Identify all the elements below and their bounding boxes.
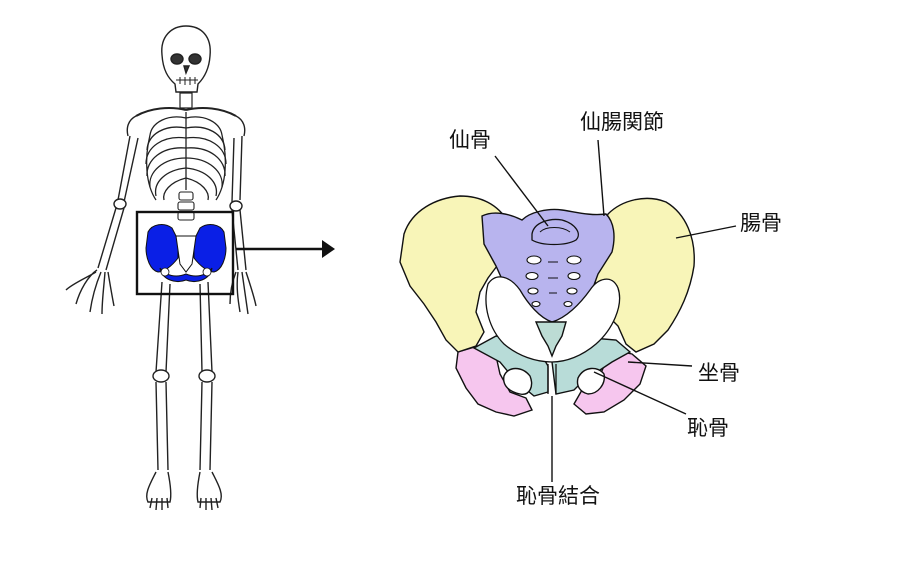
label-sacrum: 仙骨 (449, 128, 491, 152)
lumbar-spine (177, 191, 195, 221)
pelvic-inlet (485, 276, 621, 363)
label-ischium: 坐骨 (698, 361, 740, 385)
mini-pelvis (145, 224, 227, 282)
skull (161, 25, 211, 93)
left-arm (65, 115, 139, 315)
label-pubis: 恥骨 (687, 416, 729, 440)
obturator-right (576, 367, 605, 395)
ilium-right (591, 197, 695, 353)
label-ilium: 腸骨 (740, 211, 782, 235)
legs (146, 281, 222, 511)
ribcage (145, 112, 227, 201)
label-sacroiliac-joint: 仙腸関節 (580, 110, 664, 134)
obturator-left (503, 367, 533, 395)
pelvis-detail (399, 195, 695, 417)
zoom-arrow (236, 240, 335, 258)
right-arm (229, 115, 257, 315)
sacral-foramina (525, 255, 582, 308)
label-pubic-symphysis: 恥骨結合 (516, 484, 600, 508)
skeleton-figure (65, 25, 257, 511)
ilium-left (399, 195, 511, 353)
pelvis-highlight-box (135, 210, 235, 296)
leader-lines (494, 139, 737, 482)
